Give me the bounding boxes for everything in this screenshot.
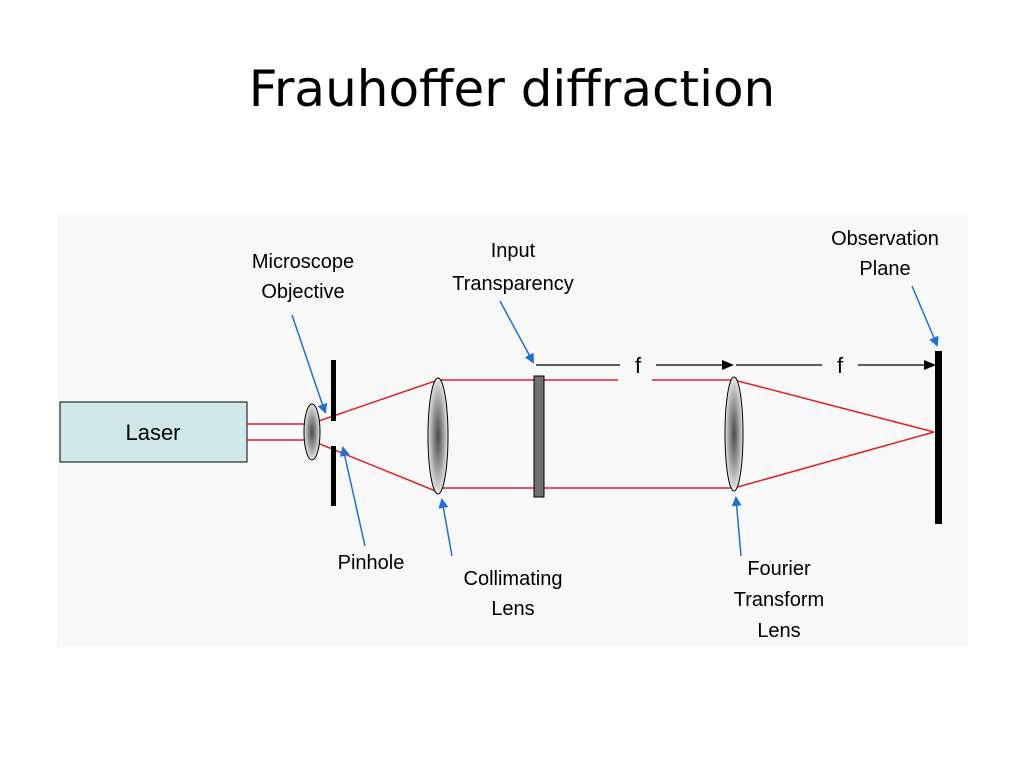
slide-title: Frauhoffer diffraction bbox=[248, 60, 776, 118]
label-microscope-objective-line2: Objective bbox=[261, 281, 344, 303]
label-collimating-lens-line1: Collimating bbox=[464, 568, 563, 590]
label-input-transparency-line1: Input bbox=[491, 240, 536, 262]
pointer-microscope-objective bbox=[291, 314, 328, 414]
pointer-collimating-lens bbox=[438, 498, 453, 557]
label-fourier-transform-lens-line3: Lens bbox=[757, 620, 800, 642]
label-observation-plane-line1: Observation bbox=[831, 228, 939, 250]
input-transparency bbox=[533, 375, 545, 498]
pinhole-plate-lower bbox=[331, 446, 336, 506]
observation-plane bbox=[935, 351, 942, 524]
laser-beam bbox=[247, 379, 935, 493]
focal-length-label-2: f bbox=[837, 353, 844, 378]
fourier-transform-lens bbox=[724, 376, 744, 492]
pinhole-plate bbox=[331, 360, 336, 506]
label-observation-plane-line2: Plane bbox=[859, 258, 910, 280]
beam-diverging-upper bbox=[309, 379, 439, 425]
beam-converging-lower bbox=[733, 431, 935, 489]
label-fourier-transform-lens-line2: Transform bbox=[734, 589, 824, 611]
label-pinhole: Pinhole bbox=[338, 552, 405, 574]
label-microscope-objective-line1: Microscope bbox=[252, 251, 354, 273]
label-fourier-transform-lens-line1: Fourier bbox=[747, 558, 811, 580]
microscope-objective-lens bbox=[303, 403, 321, 461]
pointer-pinhole bbox=[339, 446, 366, 547]
laser-body bbox=[59, 401, 248, 463]
pointer-fourier-transform-lens bbox=[731, 496, 742, 557]
label-collimating-lens-line2: Lens bbox=[491, 598, 534, 620]
pointer-observation-plane bbox=[911, 285, 939, 347]
beam-diverging-lower bbox=[309, 439, 439, 493]
label-input-transparency-line2: Transparency bbox=[452, 273, 574, 295]
laser: Laser bbox=[59, 401, 248, 463]
focal-length-label-1: f bbox=[635, 353, 642, 378]
pointer-input-transparency bbox=[499, 300, 534, 364]
collimating-lens bbox=[427, 377, 449, 495]
laser-label: Laser bbox=[125, 420, 180, 445]
label-pointers bbox=[291, 285, 939, 557]
beam-converging-upper bbox=[733, 379, 935, 433]
pinhole-plate-upper bbox=[331, 360, 336, 421]
